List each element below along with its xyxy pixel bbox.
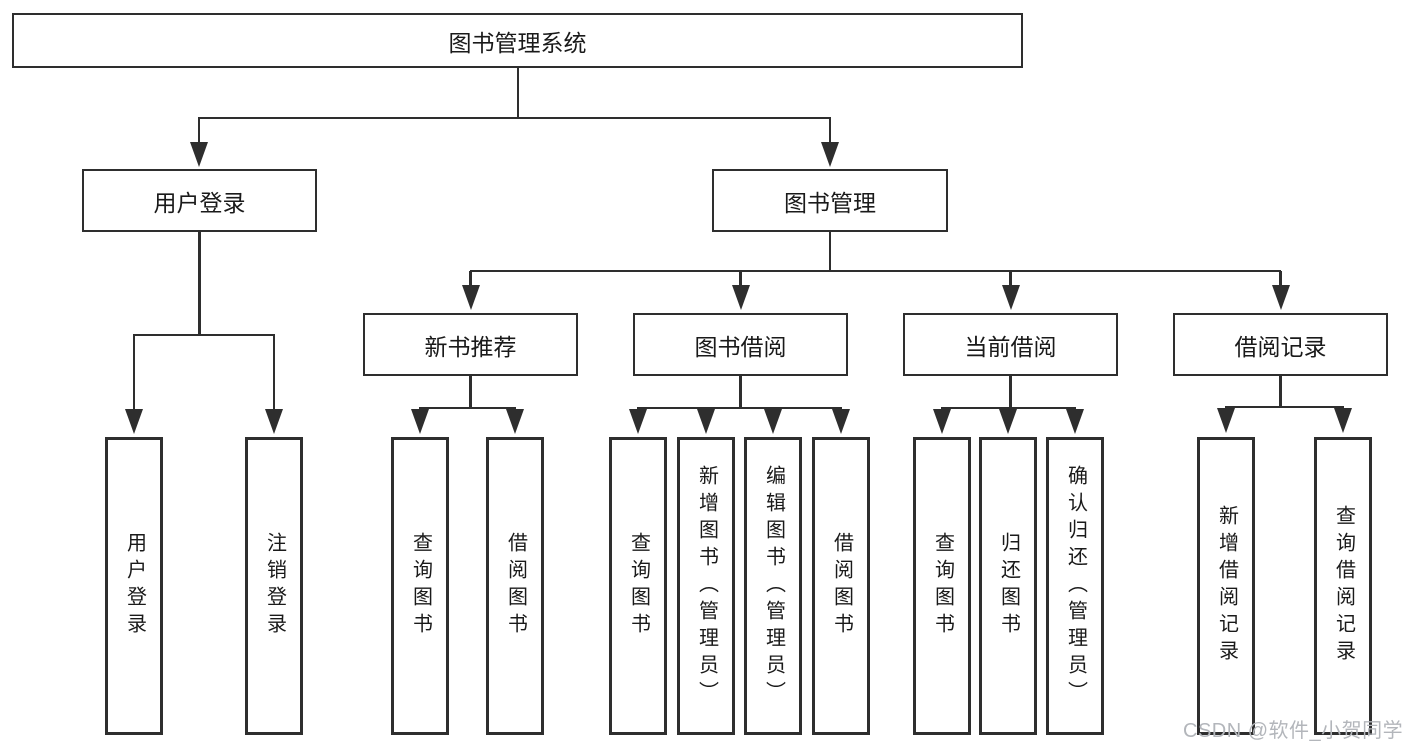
leaf-query-books-borrow-label: 查询图书 bbox=[627, 532, 650, 640]
leaf-return-book-label: 归还图书 bbox=[997, 532, 1020, 640]
arrow-down-icon bbox=[1066, 409, 1084, 434]
leaf-edit-book-admin: 编辑图书（管理员） bbox=[744, 437, 802, 735]
leaf-add-borrow-record: 新增借阅记录 bbox=[1197, 437, 1255, 735]
leaf-add-borrow-record-label: 新增借阅记录 bbox=[1215, 505, 1238, 667]
leaf-query-borrow-record-label: 查询借阅记录 bbox=[1332, 505, 1355, 667]
node-user-login: 用户登录 bbox=[82, 169, 317, 232]
arrow-down-icon bbox=[461, 285, 480, 310]
connector-line bbox=[739, 271, 742, 286]
node-new-book-recommend-label: 新书推荐 bbox=[424, 333, 517, 360]
connector-line bbox=[941, 406, 1076, 410]
arrow-down-icon bbox=[999, 409, 1017, 434]
leaf-edit-book-admin-label: 编辑图书（管理员） bbox=[762, 464, 785, 708]
connector-line bbox=[470, 269, 1281, 273]
csdn-watermark: CSDN @软件_小贺同学 bbox=[1183, 720, 1404, 742]
connector-line bbox=[198, 232, 201, 335]
connector-line bbox=[1279, 376, 1282, 407]
connector-line bbox=[272, 334, 276, 410]
leaf-borrow-books-label: 借阅图书 bbox=[830, 532, 853, 640]
connector-line bbox=[1009, 271, 1012, 286]
connector-line bbox=[1279, 271, 1282, 286]
leaf-query-books-recommend: 查询图书 bbox=[391, 437, 449, 735]
arrow-down-icon bbox=[265, 409, 283, 434]
node-new-book-recommend: 新书推荐 bbox=[363, 313, 578, 376]
node-book-borrow: 图书借阅 bbox=[633, 313, 848, 376]
connector-line bbox=[637, 406, 842, 410]
leaf-borrow-books-recommend-label: 借阅图书 bbox=[504, 532, 527, 640]
leaf-query-books-borrow: 查询图书 bbox=[609, 437, 667, 735]
arrow-down-icon bbox=[731, 285, 750, 310]
arrow-down-icon bbox=[764, 409, 782, 434]
connector-line bbox=[469, 376, 472, 408]
arrow-down-icon bbox=[410, 409, 429, 434]
leaf-logout: 注销登录 bbox=[245, 437, 303, 735]
leaf-borrow-books-recommend: 借阅图书 bbox=[486, 437, 544, 735]
node-user-login-label: 用户登录 bbox=[153, 189, 246, 216]
arrow-down-icon bbox=[125, 409, 143, 434]
node-root-label: 图书管理系统 bbox=[448, 29, 587, 56]
leaf-confirm-return-admin: 确认归还（管理员） bbox=[1046, 437, 1104, 735]
node-root-system: 图书管理系统 bbox=[12, 13, 1023, 68]
connector-line bbox=[133, 333, 275, 337]
node-borrow-records: 借阅记录 bbox=[1173, 313, 1388, 376]
leaf-query-books-current: 查询图书 bbox=[913, 437, 971, 735]
arrow-down-icon bbox=[629, 409, 647, 434]
leaf-user-login: 用户登录 bbox=[105, 437, 163, 735]
arrow-down-icon bbox=[505, 409, 524, 434]
arrow-down-icon bbox=[1271, 285, 1290, 310]
node-book-management-label: 图书管理 bbox=[784, 189, 876, 216]
arrow-down-icon bbox=[1001, 285, 1020, 310]
leaf-logout-label: 注销登录 bbox=[263, 532, 286, 640]
arrow-down-icon bbox=[933, 409, 951, 434]
arrow-down-icon bbox=[1334, 408, 1352, 433]
connector-line bbox=[516, 68, 520, 118]
connector-line bbox=[828, 117, 832, 143]
arrow-down-icon bbox=[832, 409, 850, 434]
connector-line bbox=[132, 334, 136, 410]
leaf-return-book: 归还图书 bbox=[979, 437, 1037, 735]
node-book-management: 图书管理 bbox=[712, 169, 948, 232]
arrow-down-icon bbox=[1217, 408, 1235, 433]
leaf-confirm-return-admin-label: 确认归还（管理员） bbox=[1064, 464, 1087, 708]
node-current-borrow-label: 当前借阅 bbox=[964, 333, 1057, 360]
arrow-down-icon bbox=[697, 409, 715, 434]
connector-line bbox=[1225, 405, 1344, 409]
leaf-add-book-admin: 新增图书（管理员） bbox=[677, 437, 735, 735]
leaf-query-borrow-record: 查询借阅记录 bbox=[1314, 437, 1372, 735]
node-current-borrow: 当前借阅 bbox=[903, 313, 1118, 376]
connector-line bbox=[469, 271, 472, 286]
leaf-borrow-books: 借阅图书 bbox=[812, 437, 870, 735]
leaf-query-books-recommend-label: 查询图书 bbox=[409, 532, 432, 640]
connector-line bbox=[198, 116, 831, 120]
connector-line bbox=[828, 232, 832, 271]
leaf-query-books-current-label: 查询图书 bbox=[931, 532, 954, 640]
arrow-down-icon bbox=[190, 142, 208, 167]
leaf-add-book-admin-label: 新增图书（管理员） bbox=[695, 464, 718, 708]
connector-line bbox=[739, 376, 742, 408]
connector-line bbox=[419, 406, 516, 410]
node-borrow-records-label: 借阅记录 bbox=[1234, 333, 1327, 360]
arrow-down-icon bbox=[821, 142, 839, 167]
connector-line bbox=[197, 117, 201, 143]
node-book-borrow-label: 图书借阅 bbox=[694, 333, 787, 360]
leaf-user-login-label: 用户登录 bbox=[123, 532, 146, 640]
connector-line bbox=[1009, 376, 1012, 408]
